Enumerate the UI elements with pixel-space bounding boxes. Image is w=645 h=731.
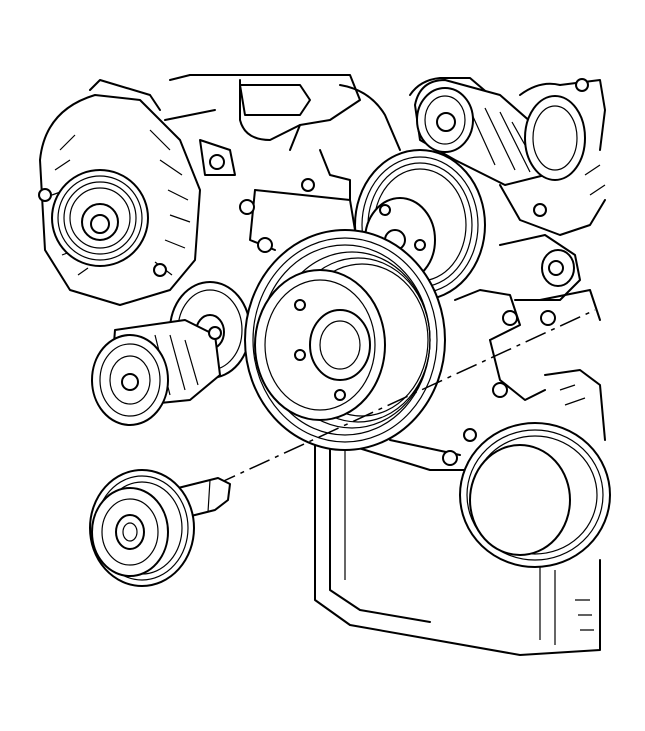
bolt-icon bbox=[294, 299, 306, 311]
bolt-icon bbox=[209, 154, 225, 170]
coolant-outlet bbox=[454, 234, 601, 401]
bolt-icon bbox=[38, 188, 52, 202]
bolt-icon bbox=[575, 78, 589, 92]
tensioner-bracket-lower bbox=[91, 319, 222, 426]
bolt-icon bbox=[301, 178, 315, 192]
bolt-icon bbox=[502, 310, 518, 326]
water-pump-pulley bbox=[442, 369, 611, 568]
upper-engine-components bbox=[164, 74, 491, 253]
bolt-icon bbox=[463, 428, 477, 442]
bolt-icon bbox=[294, 349, 306, 361]
bolt-icon bbox=[442, 450, 458, 466]
bolt-icon bbox=[153, 263, 167, 277]
bolt-icon bbox=[239, 199, 255, 215]
power-steering-pump bbox=[499, 78, 606, 236]
generator bbox=[38, 79, 201, 306]
installation-leader-line bbox=[214, 309, 596, 486]
bolt-icon bbox=[540, 310, 556, 326]
belt-tensioner bbox=[414, 79, 586, 186]
bolt-icon bbox=[436, 112, 456, 132]
bolt-icon bbox=[533, 203, 547, 217]
idler-pulley-removed bbox=[89, 469, 231, 587]
bolt-icon bbox=[257, 237, 273, 253]
bolt-icon bbox=[334, 389, 346, 401]
bolt-icon bbox=[414, 239, 426, 251]
crankshaft-balancer bbox=[244, 229, 446, 451]
bolt-icon bbox=[379, 204, 391, 216]
bolt-icon bbox=[208, 326, 222, 340]
tensioner-pulley bbox=[524, 95, 586, 181]
nut-icon bbox=[90, 214, 110, 234]
bolt-icon bbox=[492, 382, 508, 398]
